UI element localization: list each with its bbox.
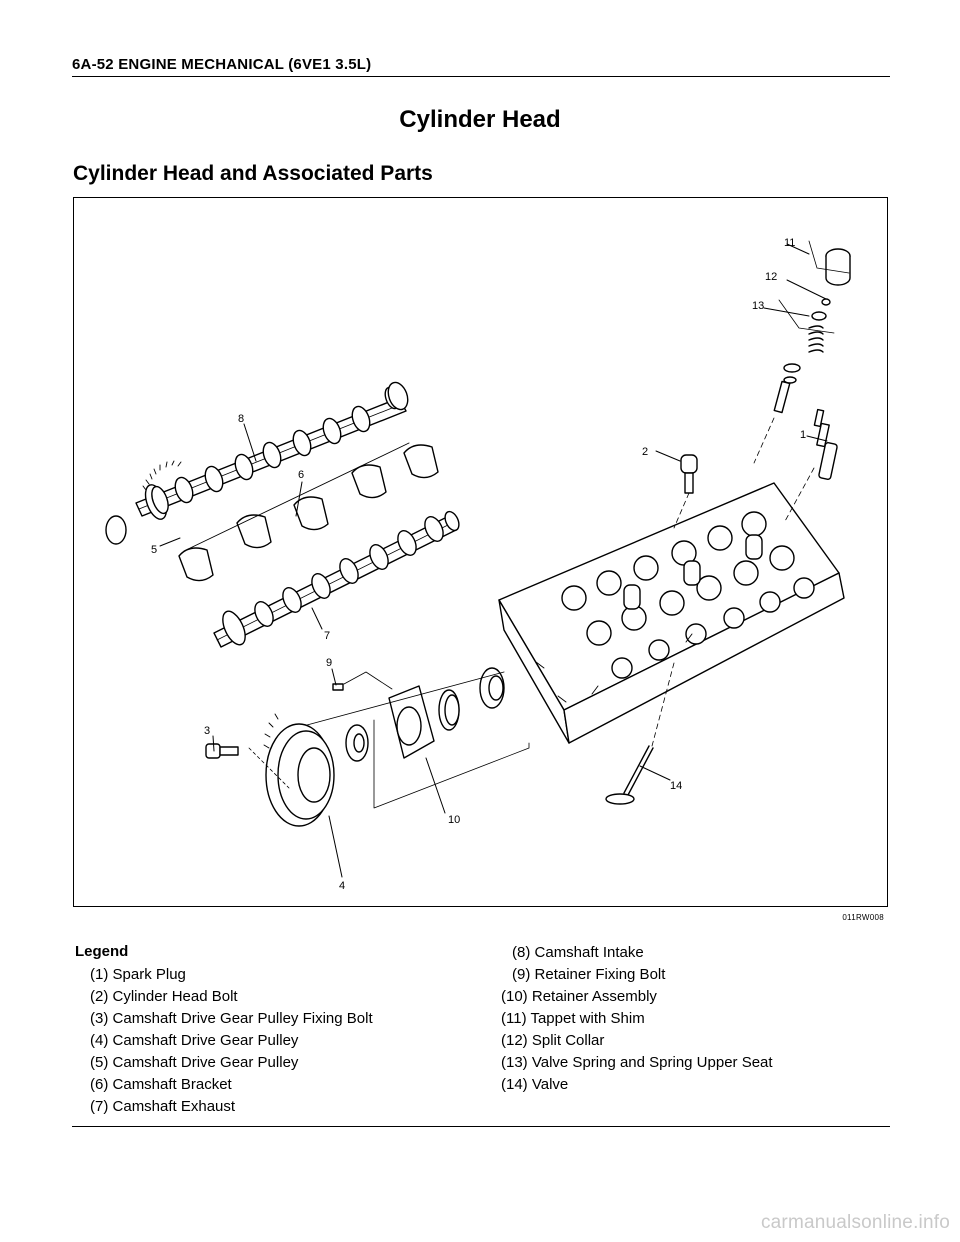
callout-7: 7 xyxy=(324,630,330,642)
exploded-diagram: 1 2 3 4 5 6 7 8 9 10 11 12 13 14 xyxy=(73,197,888,907)
page-header: 6A-52 ENGINE MECHANICAL (6VE1 3.5L) xyxy=(72,56,372,73)
legend-item: (3) Camshaft Drive Gear Pulley Fixing Bo… xyxy=(90,1010,373,1027)
callout-2: 2 xyxy=(642,446,648,458)
callout-12: 12 xyxy=(765,271,777,283)
footer-rule xyxy=(72,1126,890,1127)
callout-11: 11 xyxy=(784,237,795,249)
legend-item: (8) Camshaft Intake xyxy=(512,944,644,961)
header-rule xyxy=(72,76,890,77)
legend-item: (13) Valve Spring and Spring Upper Seat xyxy=(501,1054,773,1071)
callout-4: 4 xyxy=(339,880,345,892)
legend-item: (6) Camshaft Bracket xyxy=(90,1076,232,1093)
head-bolt-drawing xyxy=(680,454,698,494)
callout-1: 1 xyxy=(800,429,806,441)
callout-9: 9 xyxy=(326,657,332,669)
section-subtitle: Cylinder Head and Associated Parts xyxy=(73,162,433,185)
callout-10: 10 xyxy=(448,814,460,826)
valve-drawing xyxy=(605,745,654,805)
cylinder-head-drawing xyxy=(498,482,845,744)
drive-pulley-drawing xyxy=(205,667,505,827)
callout-6: 6 xyxy=(298,469,304,481)
legend-title: Legend xyxy=(75,943,129,960)
legend-item: (7) Camshaft Exhaust xyxy=(90,1098,236,1115)
legend-item: (12) Split Collar xyxy=(501,1032,605,1049)
legend-item: (5) Camshaft Drive Gear Pulley xyxy=(90,1054,299,1071)
callout-8: 8 xyxy=(238,413,244,425)
camshaft-brackets-drawing xyxy=(178,444,439,582)
legend-item: (4) Camshaft Drive Gear Pulley xyxy=(90,1032,299,1049)
camshaft-intake-drawing xyxy=(105,381,409,545)
legend-item: (14) Valve xyxy=(501,1076,569,1093)
legend-item: (10) Retainer Assembly xyxy=(501,988,657,1005)
callout-13: 13 xyxy=(752,300,764,312)
camshaft-exhaust-drawing xyxy=(213,510,460,648)
legend-item: (11) Tappet with Shim xyxy=(501,1010,645,1027)
section-title: Cylinder Head xyxy=(399,106,561,133)
figure-code: 011RW008 xyxy=(842,913,884,922)
legend-item: (9) Retainer Fixing Bolt xyxy=(512,966,666,983)
callout-5: 5 xyxy=(151,544,157,556)
valve-train-drawing xyxy=(773,248,851,414)
legend-item: (2) Cylinder Head Bolt xyxy=(90,988,238,1005)
watermark: carmanualsonline.info xyxy=(760,1212,950,1233)
callout-14: 14 xyxy=(670,780,682,792)
callout-3: 3 xyxy=(204,725,210,737)
spark-plug-drawing xyxy=(813,408,838,480)
legend-item: (1) Spark Plug xyxy=(90,966,186,983)
exploded-diagram-drawing: 1 2 3 4 5 6 7 8 9 10 11 12 13 14 xyxy=(105,237,851,892)
